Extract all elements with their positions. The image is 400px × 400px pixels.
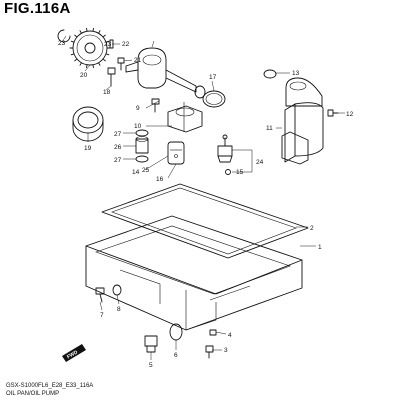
- sprocket-tooth: [79, 62, 82, 66]
- sprocket-tooth: [102, 58, 106, 62]
- callout-21: 21: [134, 57, 142, 64]
- sprocket-tooth: [86, 27, 88, 32]
- callout-5: 5: [149, 362, 153, 369]
- callout-27-lower: 27: [114, 157, 122, 164]
- callout-1: 1: [318, 244, 322, 251]
- drain-plug: [144, 335, 158, 353]
- callout-12: 12: [346, 111, 354, 118]
- sprocket-tooth: [74, 58, 78, 62]
- figure-caption: OIL PAN/OIL PUMP: [6, 391, 60, 397]
- fwd-label: FWD: [66, 349, 79, 360]
- oil-strainer: [167, 102, 203, 133]
- sprocket-tooth: [105, 40, 110, 43]
- mounting-bolt: [107, 67, 116, 87]
- oil-pump-assembly: [125, 47, 206, 99]
- leader-lines: [61, 35, 345, 360]
- callout-11: 11: [266, 125, 273, 132]
- callout-16: 16: [156, 176, 164, 183]
- callout-23-pin: 23: [104, 41, 112, 48]
- callout-20: 20: [80, 72, 88, 79]
- oil-pan-bolt: [205, 345, 214, 359]
- sprocket-tooth: [74, 34, 78, 38]
- sprocket-tooth: [98, 30, 101, 34]
- callout-23-circlip: 23: [58, 40, 66, 47]
- o-ring-small: [135, 129, 149, 137]
- sprocket-tooth: [70, 53, 75, 56]
- callout-26: 26: [114, 144, 122, 151]
- callout-6: 6: [174, 352, 178, 359]
- callout-2: 2: [310, 225, 314, 232]
- callout-7: 7: [100, 312, 104, 319]
- pump-bolt: [117, 57, 125, 71]
- oil-pipe: [135, 136, 149, 154]
- plug: [112, 284, 122, 296]
- oil-pan-gasket: [101, 183, 309, 259]
- callout-3: 3: [224, 347, 228, 354]
- callout-9: 9: [136, 105, 140, 112]
- callout-4: 4: [228, 332, 232, 339]
- sprocket-tooth: [98, 62, 101, 66]
- oil-pump-sprocket: [69, 27, 111, 69]
- sprocket-tooth: [105, 53, 110, 56]
- callout-24: 24: [256, 159, 264, 166]
- relief-valve: [167, 141, 185, 165]
- pipe-bolt: [327, 109, 339, 117]
- callout-19: 19: [84, 145, 92, 152]
- callout-8: 8: [117, 306, 121, 313]
- washer: [225, 169, 231, 175]
- model-code: GSX-S1000FL6_E28_E33_116A: [6, 383, 94, 389]
- callout-15: 15: [236, 169, 244, 176]
- sprocket-tooth: [92, 27, 94, 32]
- callout-25-alt: 25: [142, 167, 150, 174]
- drain-washer: [169, 323, 183, 341]
- callout-13: 13: [292, 70, 300, 77]
- sprocket-tooth: [102, 34, 106, 38]
- oil-pan: [85, 215, 303, 331]
- callout-22: 22: [122, 41, 130, 48]
- callout-17: 17: [209, 74, 217, 81]
- o-ring-pipe: [263, 69, 277, 79]
- o-ring-small-lower: [135, 155, 149, 163]
- figure-title: FIG.116A: [4, 0, 71, 17]
- sprocket-tooth: [79, 30, 82, 34]
- strainer-bolt: [151, 98, 160, 113]
- fwd-arrow-badge: FWD: [62, 344, 86, 362]
- circlip: [57, 29, 71, 43]
- sprocket-tooth: [70, 40, 75, 43]
- oil-pressure-switch: [217, 134, 233, 163]
- oil-pipe-assembly: [281, 77, 324, 165]
- callout-labels: 1 2 3 4 5 6 7 8 9 10 11 12 13 14 15 16 1…: [58, 40, 354, 369]
- callout-27-upper: 27: [114, 131, 122, 138]
- sprocket-tooth: [92, 64, 94, 69]
- callout-14: 14: [132, 169, 140, 176]
- callout-18: 18: [103, 89, 111, 96]
- callout-10: 10: [134, 123, 142, 130]
- sprocket-tooth: [86, 64, 88, 69]
- oil-pan-bolt-long: [209, 329, 217, 336]
- pan-bolt: [95, 287, 105, 303]
